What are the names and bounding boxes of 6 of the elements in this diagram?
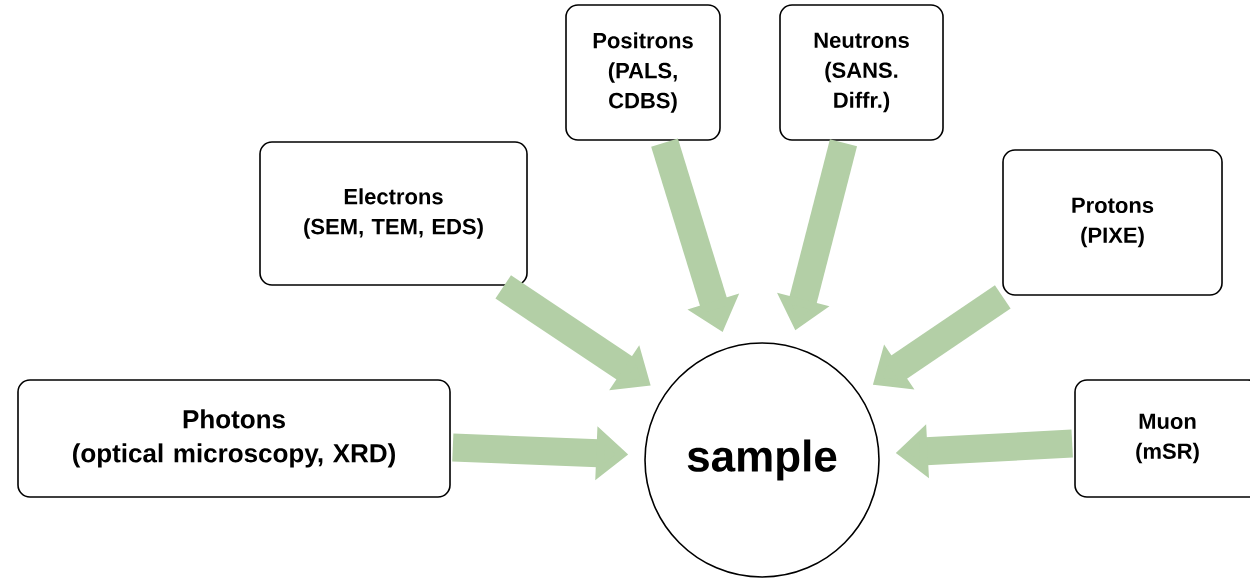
source-box: Protons (PIXE) — [1002, 149, 1223, 296]
source-box: Positrons (PALS, CDBS) — [565, 4, 721, 141]
source-box: Muon (mSR) — [1074, 379, 1250, 498]
source-box: Electrons (SEM, TEM, EDS) — [259, 141, 528, 286]
source-box: Neutrons (SANS. Diffr.) — [779, 4, 944, 141]
source-box: Photons (optical microscopy, XRD) — [17, 379, 451, 498]
